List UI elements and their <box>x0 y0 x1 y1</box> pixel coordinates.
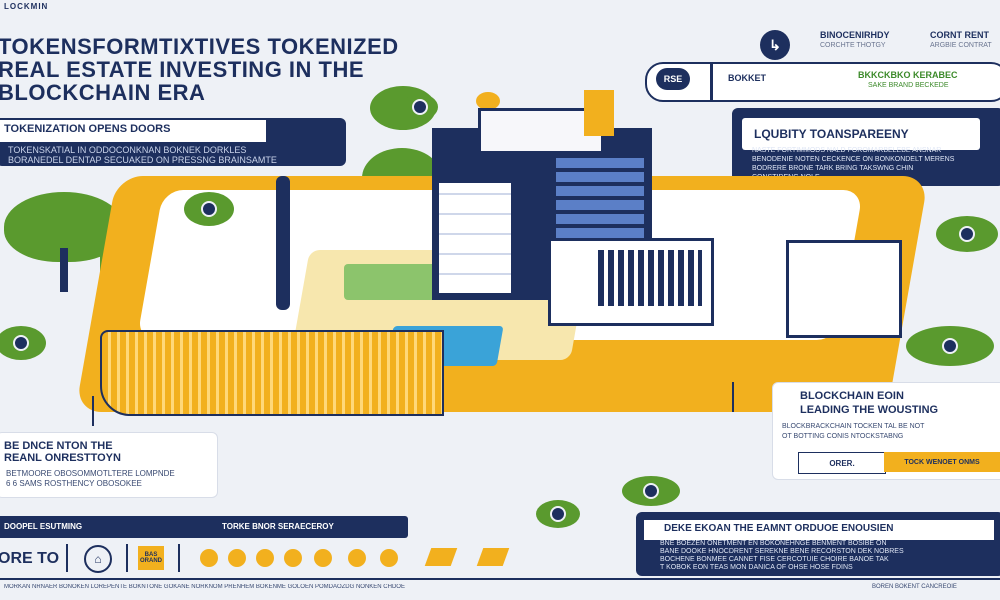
pill-badge: RSE <box>656 68 690 90</box>
top-right-sub-b: ARGBIE CONTRAT <box>930 42 992 49</box>
coin-icon-3[interactable] <box>256 549 274 567</box>
token-icon-1[interactable] <box>424 548 458 566</box>
tokenization-panel-title: TOKENIZATION OPENS DOORS <box>4 123 171 135</box>
tower-glass-left <box>436 180 514 296</box>
badge-icon-text: BAS ORAND <box>140 552 162 564</box>
bottom-divider-3 <box>178 544 180 572</box>
node-icon-2 <box>184 192 234 226</box>
reach-panel-title-b: REANL ONRESTTOYN <box>4 452 121 464</box>
order-button-label: ORER. <box>829 458 855 468</box>
coin-icon-6[interactable] <box>348 549 366 567</box>
node-icon-6 <box>536 500 580 528</box>
blockchain-panel-line-1: BLOCKBRACKCHAIN TOCKEN TAL BE NOT <box>782 423 925 430</box>
tower-roof <box>478 108 604 154</box>
node-icon-4 <box>0 326 46 360</box>
coin-icon-5[interactable] <box>314 549 332 567</box>
striped-base <box>100 330 444 416</box>
logo-glyph: ↳ <box>769 36 781 53</box>
page-title-line-2: REAL ESTATE INVESTING IN THE <box>0 57 365 82</box>
coin-icon-1[interactable] <box>200 549 218 567</box>
page-title-line-3: BLOCKCHAIN ERA <box>0 80 206 105</box>
reach-panel <box>0 432 218 498</box>
bottom-left-bar-left: DOOPEL ESUTMING <box>4 522 83 531</box>
reach-panel-title-a: BE DNCE NTON THE <box>4 440 113 452</box>
liquidity-panel-line-2: BENODENIE NOTEN CECKENCE ON BONKONDELT M… <box>752 156 955 163</box>
arrow-up-icon <box>92 396 94 426</box>
chimney <box>276 176 290 310</box>
liquidity-panel-line-3: BODRERE BRONE TARK BRING TAKSWNG CHIN <box>752 165 914 172</box>
investing-panel-title-box <box>644 520 994 540</box>
tower-yellow-accent <box>584 90 614 136</box>
investing-panel-title: DEKE EKOAN THE EAMNT ORDUOE ENOUSIEN <box>664 523 894 534</box>
bottom-left-bar-right: TORKE BNOR SERAECEROY <box>222 522 334 531</box>
header-kicker: LOCKMIN <box>4 2 49 11</box>
investing-panel-line-3: BOCHENE BONMEE CANNET FISE CERCOTUIE CHO… <box>660 556 889 563</box>
liquidity-panel-title-box <box>742 118 980 150</box>
token-button[interactable]: TOCK WENOET ONMS <box>884 452 1000 472</box>
coin-icon-4[interactable] <box>284 549 302 567</box>
page-title-line-1: TOKENSFORMTIXTIVES TOKENIZED <box>0 34 399 59</box>
footer-rule <box>0 578 1000 580</box>
tokenization-panel-line-2: BORANEDEL DENTAP SECUAKED ON PRESSNG BRA… <box>8 155 277 165</box>
home-glyph: ⌂ <box>94 552 102 566</box>
tokenization-panel-line-1: TOKENSKATIAL IN ODDOCONKNAN BOKNEK DORKL… <box>8 145 247 155</box>
token-icon-2[interactable] <box>476 548 510 566</box>
blockchain-panel-title-a: BLOCKCHAIN EOIN <box>800 390 904 402</box>
pill-row <box>645 62 1000 102</box>
bottom-divider-1 <box>66 544 68 572</box>
more-label: ORE TO <box>0 550 60 567</box>
liquidity-panel-line-1: NASTE FORTIMMODS NALD FOROMARBELEBE ANSN… <box>752 147 942 154</box>
home-icon[interactable]: ⌂ <box>84 545 112 573</box>
node-icon-5 <box>906 326 994 366</box>
top-right-sub-a: CORCHTE THOTGY <box>820 42 886 49</box>
pill-right-title: BKKCKBKO KERABEC <box>858 70 958 80</box>
tokenization-panel-title-tab <box>0 118 268 144</box>
right-gate <box>786 240 902 338</box>
garden-patch <box>344 264 444 300</box>
blockchain-panel-line-2: OT BOTTING CONIS NTOCKSTABNG <box>782 433 904 440</box>
node-icon-7 <box>622 476 680 506</box>
pill-badge-text: RSE <box>663 74 683 84</box>
node-icon-1 <box>402 94 438 120</box>
yellow-dot <box>476 92 500 110</box>
reach-panel-line-2: 6 6 SAMS ROSTHENCY OBOSOKEE <box>6 479 142 488</box>
bottom-divider-2 <box>126 544 128 572</box>
coin-icon-2[interactable] <box>228 549 246 567</box>
top-right-label-b: CORNT RENT <box>930 30 989 40</box>
top-right-label-a: BINOCENIRHDY <box>820 30 890 40</box>
investing-panel-line-4: T KOBOK EON TEAS MON DANICA OF OHSE HOSE… <box>660 564 853 571</box>
coin-icon-7[interactable] <box>380 549 398 567</box>
blockchain-panel-title-b: LEADING THE WOUSTING <box>800 404 939 416</box>
investing-panel-line-1: BNE BOEZEN ONETMENT EN BOKONEHNGE BENMEN… <box>660 540 887 547</box>
pill-divider <box>710 62 713 102</box>
bottom-left-bar <box>0 516 408 538</box>
reach-panel-line-1: BETMOORE OBOSOMMOTLTERE LOMPNDE <box>6 469 175 478</box>
badge-icon: BAS ORAND <box>138 546 164 570</box>
top-right-logo-icon: ↳ <box>760 30 790 60</box>
investing-panel-line-2: BANE DOOKE HNOCDRENT SEREKNE BENE RECORS… <box>660 548 904 555</box>
low-building-windows <box>598 250 702 306</box>
node-icon-3 <box>936 216 998 252</box>
footer-strip-left: MORKAN NRNAER BONOKEN LOREPENTE BOKNTONE… <box>4 584 405 590</box>
footer-strip-right: BOREN BOKENT CANCREOIE <box>872 584 957 590</box>
arrow-down-icon <box>732 382 734 412</box>
pill-right-sub: SAKE BRAND BECKEDE <box>868 82 949 89</box>
order-button[interactable]: ORER. <box>798 452 886 474</box>
pill-label: BOKKET <box>728 73 766 83</box>
liquidity-panel-title: LQUBITY TOANSPAREENY <box>754 127 909 141</box>
token-button-label: TOCK WENOET ONMS <box>904 458 980 466</box>
